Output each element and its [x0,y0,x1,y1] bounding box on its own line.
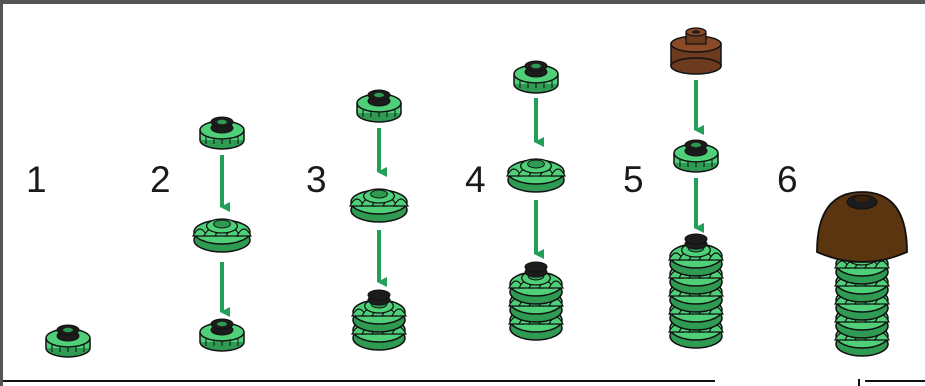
bottom-border-gap [715,379,865,383]
step-number-2: 2 [150,159,171,200]
step3-base-stack-layer [351,298,407,333]
step-number-5: 5 [623,159,644,200]
step1-round-plate [45,324,91,358]
step5-base-stack [668,233,724,349]
step4-petal-part [506,158,566,193]
bottom-border-tick [858,379,860,386]
stack-top-stud [367,289,391,306]
step5-plate [673,139,719,173]
step2-top-plate [199,116,245,150]
step5-brown-cap [670,27,722,75]
stack-top-stud [684,233,708,250]
step3-top-plate [356,89,402,123]
step4-base-stack [508,261,564,341]
bottom-border [3,380,925,382]
step6-brown-dome [816,191,908,263]
step6-green-stack [834,250,890,357]
step4-top-plate [513,60,559,94]
step3-base-stack [351,289,407,351]
step-number-6: 6 [777,159,798,200]
step2-petal-part [192,218,252,253]
stack-top-stud [524,261,548,278]
step2-base-plate [199,318,245,352]
step-number-1: 1 [26,159,47,200]
step3-petal-part [349,188,409,223]
step-number-4: 4 [465,159,486,200]
step-number-3: 3 [306,159,327,200]
